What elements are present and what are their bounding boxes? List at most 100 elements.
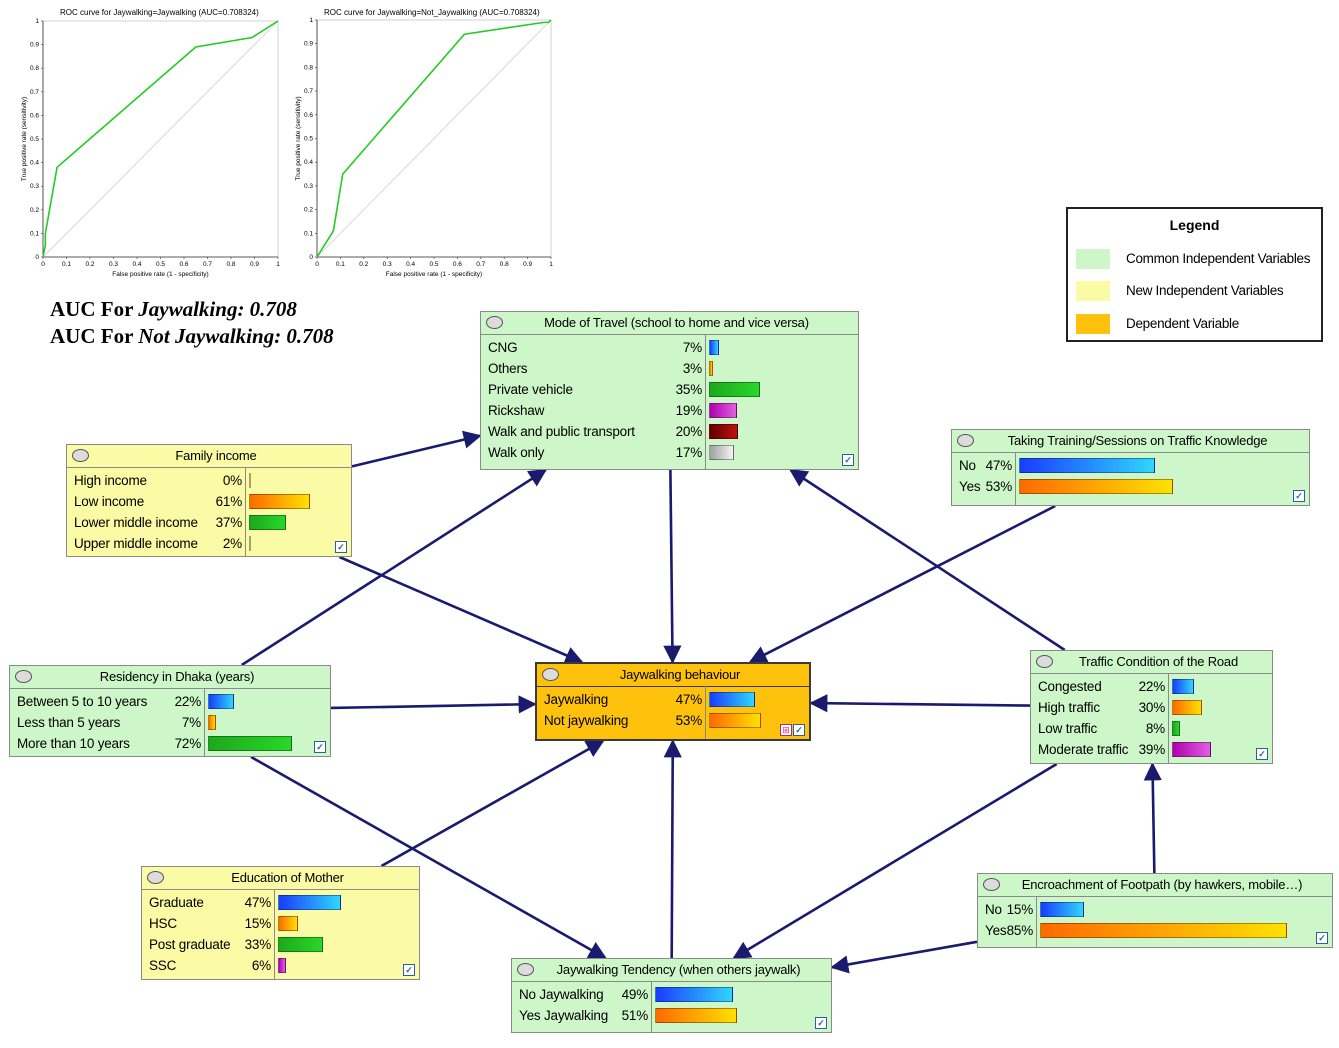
roc-x-tick: 0.1: [62, 261, 71, 268]
legend-swatch-green: [1076, 249, 1110, 269]
checkbox-icon[interactable]: ✓: [403, 964, 415, 976]
checkbox-icon[interactable]: ✓: [815, 1017, 827, 1029]
legend-item-common: Common Independent Variables: [1076, 249, 1316, 269]
checkbox-icon[interactable]: ✓: [1293, 490, 1305, 502]
node-divider: [705, 334, 706, 469]
state-label: Rickshaw: [488, 403, 545, 418]
node-taking-training[interactable]: Taking Training/Sessions on Traffic Know…: [951, 429, 1310, 506]
state-percent: 7%: [682, 340, 702, 355]
node-title: Encroachment of Footpath (by hawkers, mo…: [978, 874, 1332, 897]
node-oval-icon[interactable]: [517, 963, 534, 976]
node-oval-icon[interactable]: [486, 316, 503, 329]
state-label: Lower middle income: [74, 515, 198, 530]
checkbox-icon[interactable]: ✓: [314, 741, 326, 753]
checkbox-icon[interactable]: ✓: [1256, 748, 1268, 760]
node-encroachment-of-footpath[interactable]: Encroachment of Footpath (by hawkers, mo…: [977, 873, 1333, 948]
roc-x-tick: 1: [276, 261, 280, 268]
state-bar: [249, 515, 286, 530]
state-bar: [709, 382, 760, 397]
node-oval-icon[interactable]: [983, 878, 1000, 891]
state-percent: 47%: [244, 895, 272, 910]
node-oval-icon[interactable]: [957, 434, 974, 447]
roc-x-label: False positive rate (1 - specificity): [112, 271, 208, 278]
state-bar: [1172, 742, 1211, 757]
state-label: Less than 5 years: [17, 715, 121, 730]
node-oval-icon[interactable]: [1036, 655, 1053, 668]
state-bar: [278, 916, 299, 931]
edge-mother-to-jay: [380, 739, 605, 868]
auc-jaywalking-text: AUC For Jaywalking: 0.708: [50, 297, 297, 322]
roc-x-tick: 0: [41, 261, 45, 268]
state-bar: [709, 403, 737, 418]
state-bar: [1019, 458, 1156, 473]
roc-y-tick: 0: [35, 254, 39, 261]
state-percent: 72%: [174, 736, 202, 751]
roc-title: ROC curve for Jaywalking=Not_Jaywalking …: [324, 8, 540, 17]
node-oval-icon[interactable]: [147, 871, 164, 884]
node-oval-icon[interactable]: [542, 668, 559, 681]
auc-value: Jaywalking: 0.708: [138, 297, 297, 321]
node-jaywalking-tendency[interactable]: Jaywalking Tendency (when others jaywalk…: [511, 958, 832, 1033]
checkbox-icon[interactable]: ✓: [1316, 932, 1328, 944]
state-percent: 53%: [985, 479, 1013, 494]
roc-x-tick: 0.8: [500, 261, 509, 268]
legend-label: New Independent Variables: [1126, 283, 1284, 298]
auc-prefix: AUC For: [50, 297, 139, 321]
state-label: Moderate traffic: [1038, 742, 1129, 757]
roc-y-tick: 1: [309, 17, 313, 24]
state-bar: [655, 987, 734, 1002]
state-label: Jaywalking: [544, 692, 609, 707]
state-bar: [1172, 721, 1180, 736]
state-label: No: [985, 902, 1002, 917]
node-mode-of-travel[interactable]: Mode of Travel (school to home and vice …: [480, 311, 859, 470]
roc-title: ROC curve for Jaywalking=Jaywalking (AUC…: [60, 8, 259, 17]
state-bar: [208, 694, 234, 709]
state-bar: [1172, 679, 1194, 694]
checkbox-icon[interactable]: ✓: [335, 541, 347, 553]
checkbox-icon[interactable]: ✓: [842, 454, 854, 466]
roc-y-tick: 0.7: [30, 89, 39, 96]
node-divider: [1036, 896, 1037, 947]
state-label: Yes Jaywalking: [519, 1008, 609, 1023]
state-percent: 22%: [174, 694, 202, 709]
node-oval-icon[interactable]: [15, 670, 32, 683]
grid-icon[interactable]: ⊞: [780, 724, 792, 736]
node-oval-icon[interactable]: [72, 449, 89, 462]
node-residency-in-dhaka[interactable]: Residency in Dhaka (years)Between 5 to 1…: [9, 665, 331, 757]
checkbox-icon[interactable]: ✓: [793, 724, 805, 736]
node-divider: [705, 686, 706, 739]
